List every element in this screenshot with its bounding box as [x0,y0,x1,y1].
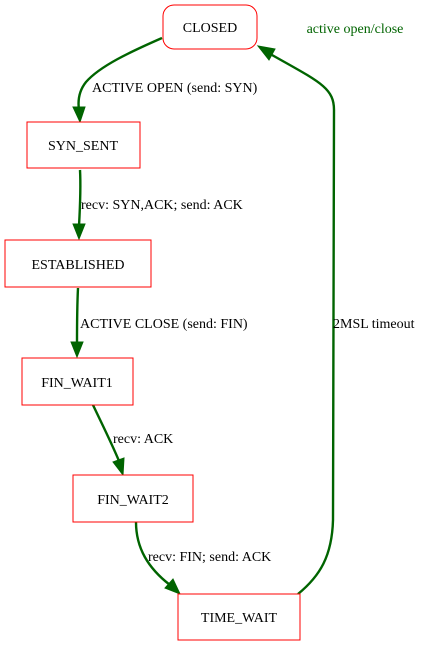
edge-fin-wait2-to-time-wait-arrowhead [164,578,181,595]
edge-time-wait-to-closed-arrowhead [256,45,276,61]
edge-time-wait-to-closed: 2MSL timeout [256,45,415,595]
node-established-label: ESTABLISHED [32,258,125,273]
edge-label-recv-ack: recv: ACK [113,432,173,447]
node-fin-wait2-label: FIN_WAIT2 [97,493,169,508]
edge-syn-sent-to-established-line [77,169,82,227]
edge-fin-wait1-to-fin-wait2: recv: ACK [91,404,173,477]
edge-established-to-fin-wait1-line [75,287,80,345]
edge-label-2msl-timeout: 2MSL timeout [333,317,415,332]
edge-label-recv-fin: recv: FIN; send: ACK [148,550,271,565]
edge-syn-sent-to-established-arrowhead [72,223,86,241]
edge-time-wait-to-closed-line [271,53,336,595]
node-syn-sent-label: SYN_SENT [48,139,118,154]
node-established: ESTABLISHED [4,239,152,288]
node-closed-label: CLOSED [183,21,237,36]
edge-fin-wait1-to-fin-wait2-line [91,404,121,462]
edge-label-recv-syn-ack: recv: SYN,ACK; send: ACK [81,198,243,213]
node-fin-wait2: FIN_WAIT2 [72,474,194,523]
node-time-wait-label: TIME_WAIT [201,611,278,626]
node-fin-wait1-label: FIN_WAIT1 [41,376,113,391]
node-closed: CLOSED [162,4,258,50]
edge-label-active-open: ACTIVE OPEN (send: SYN) [92,81,258,96]
edge-fin-wait1-to-fin-wait2-arrowhead [112,457,125,477]
edge-closed-to-syn-sent-arrowhead [72,106,86,124]
node-syn-sent: SYN_SENT [26,121,141,169]
edge-syn-sent-to-established: recv: SYN,ACK; send: ACK [72,169,243,241]
edge-established-to-fin-wait1-arrowhead [70,341,84,359]
edge-established-to-fin-wait1: ACTIVE CLOSE (send: FIN) [70,287,248,359]
node-time-wait: TIME_WAIT [177,593,301,641]
edge-closed-to-syn-sent: ACTIVE OPEN (send: SYN) [72,36,258,124]
node-fin-wait1: FIN_WAIT1 [21,357,134,406]
edge-label-active-close: ACTIVE CLOSE (send: FIN) [80,317,248,332]
edge-fin-wait2-to-time-wait-line [134,521,171,586]
edge-fin-wait2-to-time-wait: recv: FIN; send: ACK [134,521,271,595]
edge-closed-to-syn-sent-line [77,36,163,111]
diagram-title: active open/close [307,22,404,37]
